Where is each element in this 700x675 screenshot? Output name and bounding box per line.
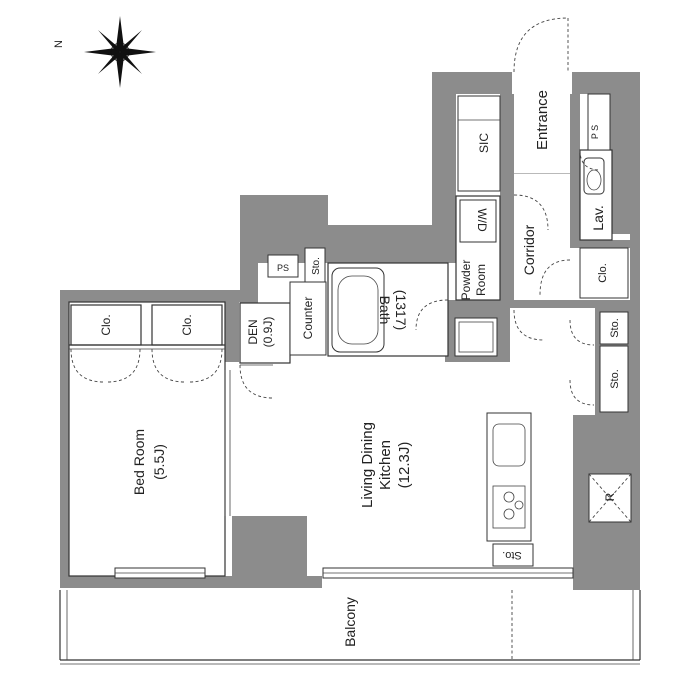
right-storage: [569, 247, 629, 413]
storage-label-kitchen: Sto.: [502, 549, 522, 561]
storage-label-2: Sto.: [609, 369, 621, 389]
bedroom-name: Bed Room: [131, 429, 147, 495]
bath-name: Bath: [377, 296, 393, 325]
storage-label-1: Sto.: [609, 318, 621, 338]
sic-entrance: [457, 17, 570, 192]
north-label: N: [53, 40, 65, 48]
powder-label-1: Powder: [459, 260, 473, 301]
entrance-label: Entrance: [534, 90, 551, 150]
ps-label-upper: PS: [277, 263, 289, 273]
compass-rose: [84, 16, 156, 88]
balcony: [59, 590, 641, 665]
powder-label-2: Room: [474, 264, 488, 296]
sic-label: SIC: [477, 133, 491, 153]
ldk: [322, 412, 632, 579]
ps-label-right: P S: [590, 125, 600, 139]
corridor-label: Corridor: [521, 224, 537, 275]
closet-label-bed-1: Clo.: [99, 314, 113, 335]
ldk-label-1: Living Dining: [359, 422, 376, 508]
counter-label: Counter: [301, 297, 315, 340]
closet-label-corridor: Clo.: [597, 263, 609, 283]
bath: [327, 262, 449, 357]
den-size: (0.9J): [261, 317, 275, 348]
ldk-size: (12.3J): [396, 442, 413, 489]
balcony-label: Balcony: [342, 597, 358, 647]
lavatory: [579, 93, 613, 241]
powder-room: [454, 195, 501, 357]
den-area: [239, 247, 327, 399]
ldk-label-2: Kitchen: [377, 440, 394, 490]
bedroom-size: (5.5J): [151, 444, 167, 480]
bedroom: [68, 301, 231, 579]
wd-label: W/D: [475, 208, 489, 232]
closet-label-bed-2: Clo.: [180, 314, 194, 335]
bath-size: (1317): [393, 290, 409, 330]
den-name: DEN: [246, 319, 260, 344]
storage-label-upper: Sto.: [311, 257, 322, 275]
refrigerator-label: R: [603, 492, 617, 501]
corridor: [513, 174, 571, 341]
lav-label: Lav.: [590, 205, 606, 230]
